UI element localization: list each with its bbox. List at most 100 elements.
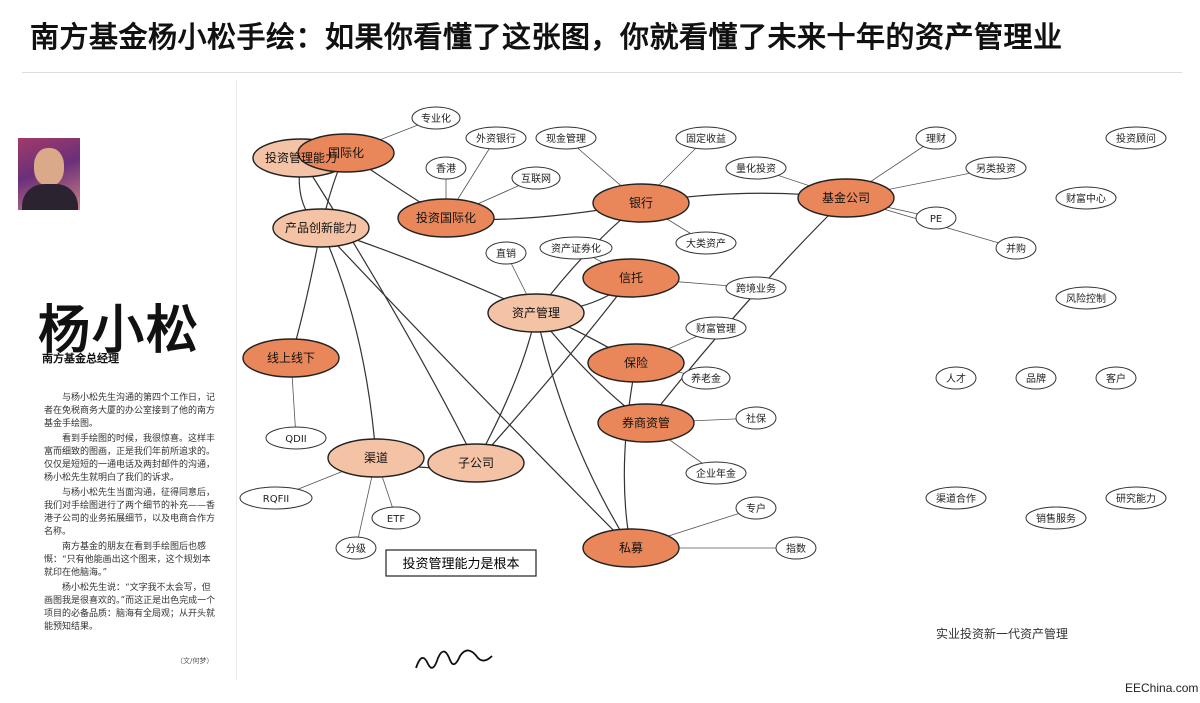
- article-byline: （文/何梦）: [176, 657, 214, 665]
- mindmap-note-label: 香港: [436, 163, 456, 175]
- mindmap-note-bubble: [725, 276, 787, 300]
- mindmap-note-label: 并购: [1006, 242, 1026, 255]
- article-paragraph: 与杨小松先生当面沟通，征得同意后，我们对手绘图进行了两个细节的补充——香港子公司…: [44, 488, 216, 537]
- mindmap-hub-bubble: [427, 443, 525, 483]
- mindmap-hub-bubble: [487, 293, 585, 333]
- mindmap-hub-bubble: [397, 198, 495, 238]
- mindmap-note-bubble: [1025, 506, 1087, 530]
- mindmap-connector: [320, 227, 632, 549]
- mindmap-note-label: 渠道合作: [936, 492, 976, 505]
- mindmap-note-bubble: [335, 536, 377, 560]
- mindmap-note-bubble: [685, 316, 747, 340]
- mindmap-hub-bubble: [297, 133, 395, 173]
- mindmap-note-bubble: [965, 156, 1027, 180]
- mindmap-note-bubble: [1105, 486, 1167, 510]
- profile-article: 与杨小松先生沟通的第四个工作日，记者在免税商务大厦的办公室接到了他的南方基金手绘…: [44, 392, 219, 636]
- mindmap-note-label: 企业年金: [696, 467, 736, 480]
- mindmap-hub-label: 产品创新能力: [285, 220, 357, 235]
- mindmap-note-label: 外资银行: [476, 132, 516, 145]
- mindmap-hub-bubble: [587, 343, 685, 383]
- mindmap-note-bubble: [775, 536, 817, 560]
- mindmap-note-label: 跨境业务: [736, 282, 776, 295]
- mindmap-note-label: 现金管理: [546, 132, 586, 145]
- mindmap-note-label: ETF: [387, 514, 405, 525]
- mindmap-note-bubble: [1095, 366, 1137, 390]
- mindmap-hub-label: 私募: [619, 541, 643, 555]
- mindmap-note-label: 销售服务: [1036, 512, 1076, 525]
- mindmap-note-label: 投资顾问: [1116, 132, 1156, 145]
- mindmap-note-label: 研究能力: [1116, 492, 1156, 505]
- mindmap-note-bubble: [995, 236, 1037, 260]
- mindmap-note-label: 指数: [786, 542, 806, 555]
- mindmap-note-bubble: [735, 496, 777, 520]
- mindmap-hub-bubble: [272, 208, 370, 248]
- mindmap-hub-label: 信托: [619, 271, 643, 285]
- mindmap-note-bubble: [725, 156, 787, 180]
- mindmap-note-bubble: [681, 366, 731, 390]
- mindmap-hub-label: 基金公司: [822, 190, 870, 205]
- mindmap-note-label: 固定收益: [686, 132, 726, 145]
- mindmap-note-label: 风险控制: [1066, 292, 1106, 305]
- mindmap-note-bubble: [485, 241, 527, 265]
- mindmap-hub-label: 资产管理: [512, 305, 560, 320]
- mindmap-hub-bubble: [327, 438, 425, 478]
- mindmap-connector: [645, 197, 847, 424]
- mindmap-note-bubble: [265, 426, 327, 450]
- mindmap-hub-label: 券商资管: [622, 415, 670, 430]
- profile-role: 南方基金总经理: [42, 352, 119, 365]
- mindmap-note-bubble: [935, 366, 977, 390]
- mindmap-root-box: [385, 549, 537, 577]
- mindmap-note-bubble: [511, 166, 561, 190]
- mindmap-note-bubble: [675, 126, 737, 150]
- mindmap-hub-bubble: [582, 528, 680, 568]
- portrait-suit: [22, 184, 78, 210]
- mindmap-hub-label: 渠道: [364, 451, 388, 465]
- article-paragraph: 杨小松先生说：“文字我不太会写，但画图我是很喜欢的。”而这正是出色完成一个项目的…: [44, 583, 216, 632]
- source-credit: EEChina.com: [1125, 681, 1199, 695]
- mindmap-connector: [623, 362, 637, 549]
- mindmap-bottom-caption: 实业投资新一代资产管理: [936, 626, 1068, 641]
- mindmap-note-label: 专业化: [421, 112, 451, 125]
- mindmap-connector: [475, 312, 537, 464]
- mindmap-hub-label: 投资国际化: [416, 210, 476, 225]
- portrait-photo: [18, 138, 80, 210]
- profile-name: 杨小松: [38, 300, 201, 361]
- mindmap-connector: [320, 227, 377, 459]
- mindmap-connector: [535, 312, 632, 549]
- article-paragraph: 与杨小松先生沟通的第四个工作日，记者在免税商务大厦的办公室接到了他的南方基金手绘…: [44, 393, 216, 429]
- mindmap-note-bubble: [371, 506, 421, 530]
- article-paragraph: 南方基金的朋友在看到手绘图后也感慨：“只有他能画出这个图来，这个规划本就印在他脑…: [44, 542, 211, 578]
- mindmap-note-bubble: [1055, 186, 1117, 210]
- mindmap-note-label: 人才: [946, 372, 966, 385]
- mindmap-note-bubble: [685, 461, 747, 485]
- mindmap-hub-label: 投资管理能力: [265, 150, 337, 165]
- mindmap-note-bubble: [925, 486, 987, 510]
- mindmap-hub-bubble: [242, 338, 340, 378]
- mindmap-hub-label: 国际化: [328, 146, 364, 160]
- mindmap-note-bubble: [915, 206, 957, 230]
- mindmap-note-label: 专户: [746, 502, 766, 515]
- mindmap-note-bubble: [239, 486, 313, 510]
- mindmap-hub-label: 银行: [629, 196, 653, 210]
- mindmap-hub-label: 保险: [624, 355, 648, 370]
- mindmap-note-bubble: [1105, 126, 1167, 150]
- mindmap-note-bubble: [535, 126, 597, 150]
- mindmap-note-label: PE: [930, 214, 942, 225]
- mindmap-note-label: 理财: [926, 132, 946, 145]
- mindmap-connector: [300, 157, 477, 464]
- article-paragraph: 看到手绘图的时候，我很惊喜。这样丰富而细致的图画，正是我们年前所追求的。仅仅是短…: [44, 434, 216, 483]
- column-divider: [236, 80, 237, 680]
- mindmap-note-bubble: [539, 236, 613, 260]
- mindmap-note-bubble: [1055, 286, 1117, 310]
- mindmap-hub-bubble: [582, 258, 680, 298]
- mindmap-hub-bubble: [797, 178, 895, 218]
- mindmap-note-label: 大类资产: [686, 237, 726, 250]
- mindmap-note-bubble: [465, 126, 527, 150]
- mindmap-note-label: 养老金: [691, 372, 721, 385]
- mindmap-hub-label: 子公司: [458, 456, 494, 470]
- page-headline: 南方基金杨小松手绘：如果你看懂了这张图，你就看懂了未来十年的资产管理业: [30, 20, 1063, 54]
- mindmap-note-label: 直销: [496, 247, 516, 260]
- mindmap-note-label: 财富管理: [696, 322, 736, 335]
- mindmap-note-label: 分级: [346, 543, 366, 555]
